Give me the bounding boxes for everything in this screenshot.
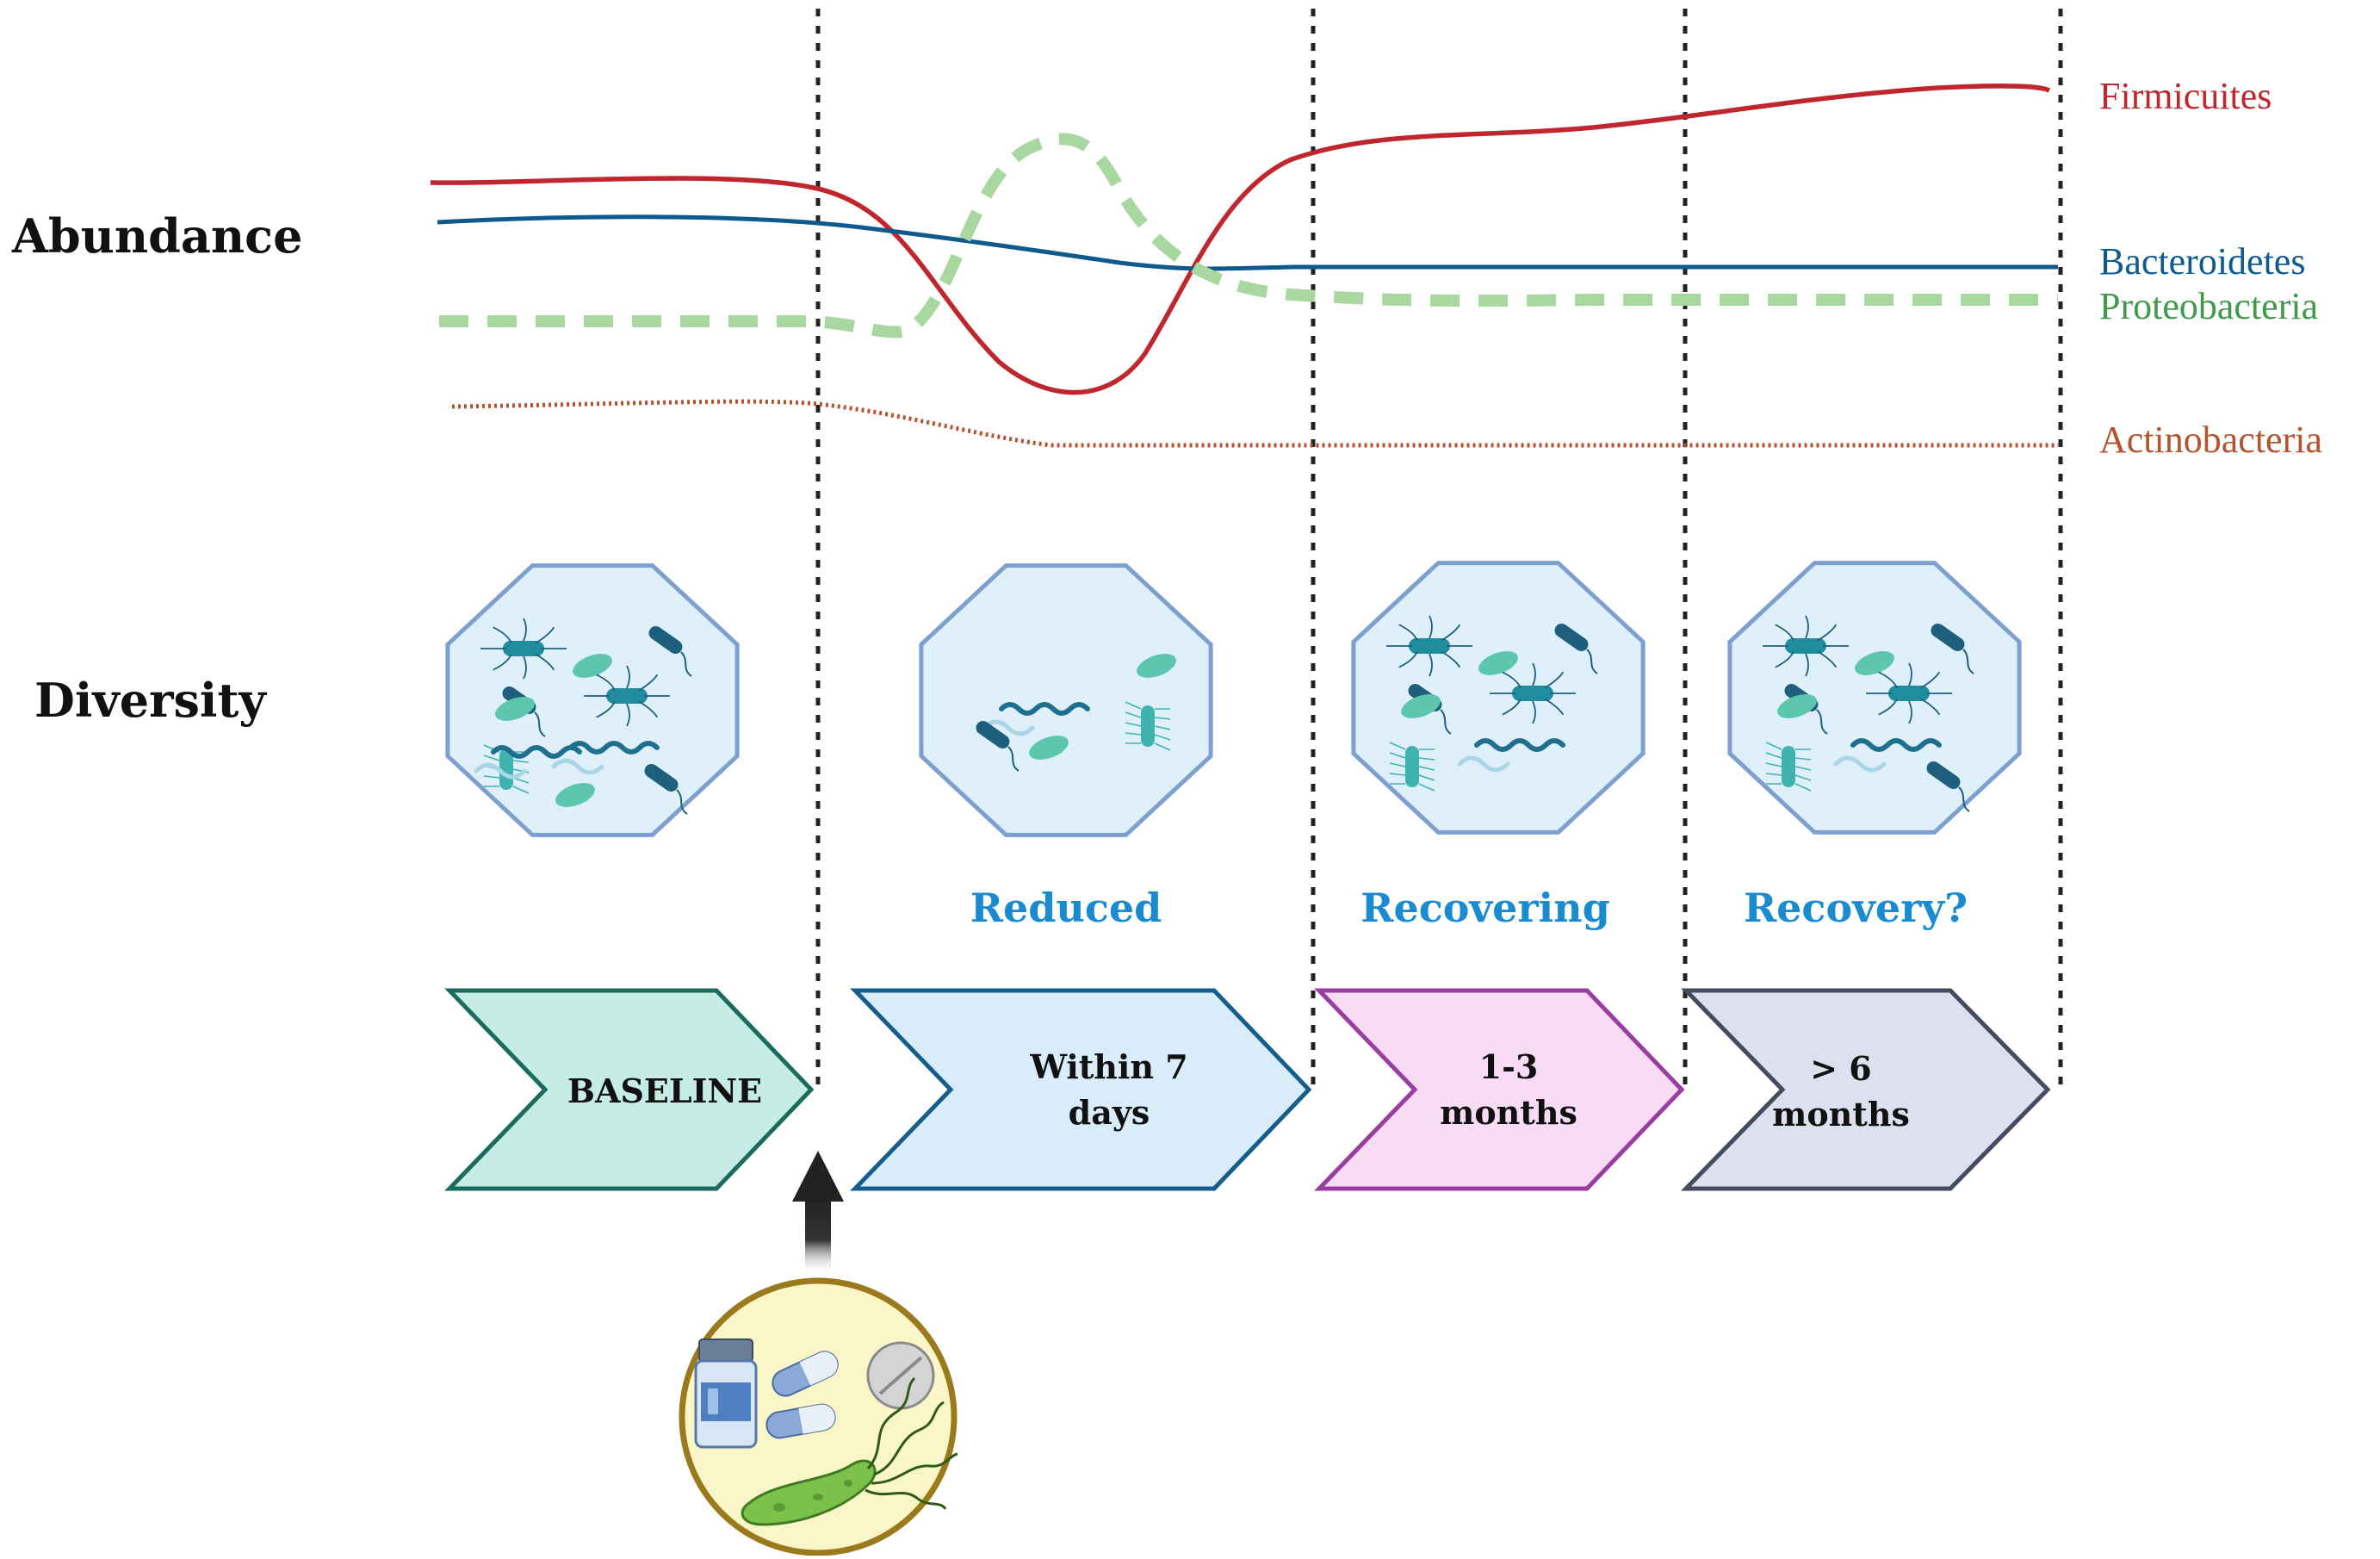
proteobacteria-line xyxy=(439,133,2058,339)
microbe-icon xyxy=(1125,701,1171,751)
microbe-icon xyxy=(976,720,1020,772)
firmicutes-line xyxy=(430,84,2051,395)
phase-label-baseline: BASELINE xyxy=(567,1071,762,1110)
bacterial-community-icon xyxy=(1351,561,1646,835)
microbe-icon xyxy=(1777,694,1817,718)
microbe-icon xyxy=(495,697,535,721)
tablet-icon xyxy=(866,1341,935,1410)
chevron-1-3-months xyxy=(1314,988,1685,1191)
microbe-icon xyxy=(1029,736,1069,760)
series-label-proteobacteria: Proteobacteria xyxy=(2099,285,2318,327)
microbe-icon xyxy=(573,654,612,678)
status-recovering: Recovering xyxy=(1360,885,1610,931)
series-label-actinobacteria: Actinobacteria xyxy=(2099,419,2322,461)
pill-bottle-icon xyxy=(694,1339,758,1449)
status-recovery-question: Recovery? xyxy=(1744,885,1968,931)
microbe-icon xyxy=(1389,742,1435,792)
microbe-icon xyxy=(1386,615,1472,677)
diversity-communities xyxy=(445,561,2022,837)
phase-label-6-line2: months xyxy=(1772,1095,1910,1134)
up-arrow-icon xyxy=(792,1151,844,1275)
microbe-icon xyxy=(1763,615,1849,677)
microbe-icon xyxy=(555,783,595,807)
phase-label-week-line2: days xyxy=(1069,1093,1150,1132)
microbe-icon xyxy=(1855,651,1894,675)
phase-label-week-line1: Within 7 xyxy=(1029,1047,1187,1086)
phase-label-1-3-line1: 1-3 xyxy=(1479,1047,1539,1086)
series-label-firmicutes: Firmicuites xyxy=(2099,75,2272,117)
microbe-icon xyxy=(1926,761,1970,812)
microbe-icon xyxy=(644,763,688,815)
phase-label-1-3-line2: months xyxy=(1440,1093,1577,1132)
abundance-curves xyxy=(430,84,2058,448)
phase-chevrons xyxy=(444,988,2051,1191)
bacteroidetes-line xyxy=(437,214,2058,271)
diversity-row-label: Diversity xyxy=(34,673,267,728)
chevron-baseline xyxy=(444,988,815,1191)
abundance-row-label: Abundance xyxy=(11,208,302,264)
microbe-icon xyxy=(1866,662,1952,724)
microbe-icon xyxy=(1401,694,1441,718)
antibiotics-and-pathogen-icon xyxy=(679,1277,958,1556)
pathogen-bacterium-icon xyxy=(741,1376,958,1526)
actinobacteria-line xyxy=(451,399,2058,448)
series-legend: Firmicuites Bacteroidetes Proteobacteria… xyxy=(2099,75,2322,461)
capsule-icon xyxy=(765,1351,839,1439)
microbe-icon xyxy=(474,745,582,780)
phase-labels: BASELINE Within 7 days 1-3 months > 6 mo… xyxy=(567,1047,1910,1134)
microbe-icon xyxy=(1457,738,1565,773)
phase-separators xyxy=(815,9,2063,1094)
status-reduced: Reduced xyxy=(970,885,1162,931)
microbe-icon xyxy=(1931,623,1974,674)
bacterial-community-icon xyxy=(1727,561,2022,835)
series-label-bacteroidetes: Bacteroidetes xyxy=(2099,240,2305,283)
microbe-icon xyxy=(982,702,1090,736)
microbe-icon xyxy=(1554,623,1598,674)
microbe-icon xyxy=(480,618,567,680)
microbe-icon xyxy=(1137,654,1176,678)
microbe-icon xyxy=(1833,738,1942,773)
microbe-icon xyxy=(1478,651,1518,675)
microbe-icon xyxy=(1490,662,1576,724)
microbe-icon xyxy=(1765,742,1812,792)
diversity-status: Reduced Recovering Recovery? xyxy=(970,885,1968,931)
microbe-icon xyxy=(584,665,670,727)
chevron-6-months xyxy=(1681,988,2051,1191)
microbe-icon xyxy=(551,741,660,775)
phase-label-6-line1: > 6 xyxy=(1810,1049,1872,1088)
bacterial-community-icon xyxy=(919,563,1213,837)
bacterial-community-icon xyxy=(445,563,740,837)
chevron-week xyxy=(850,988,1312,1191)
microbe-icon xyxy=(648,625,692,677)
